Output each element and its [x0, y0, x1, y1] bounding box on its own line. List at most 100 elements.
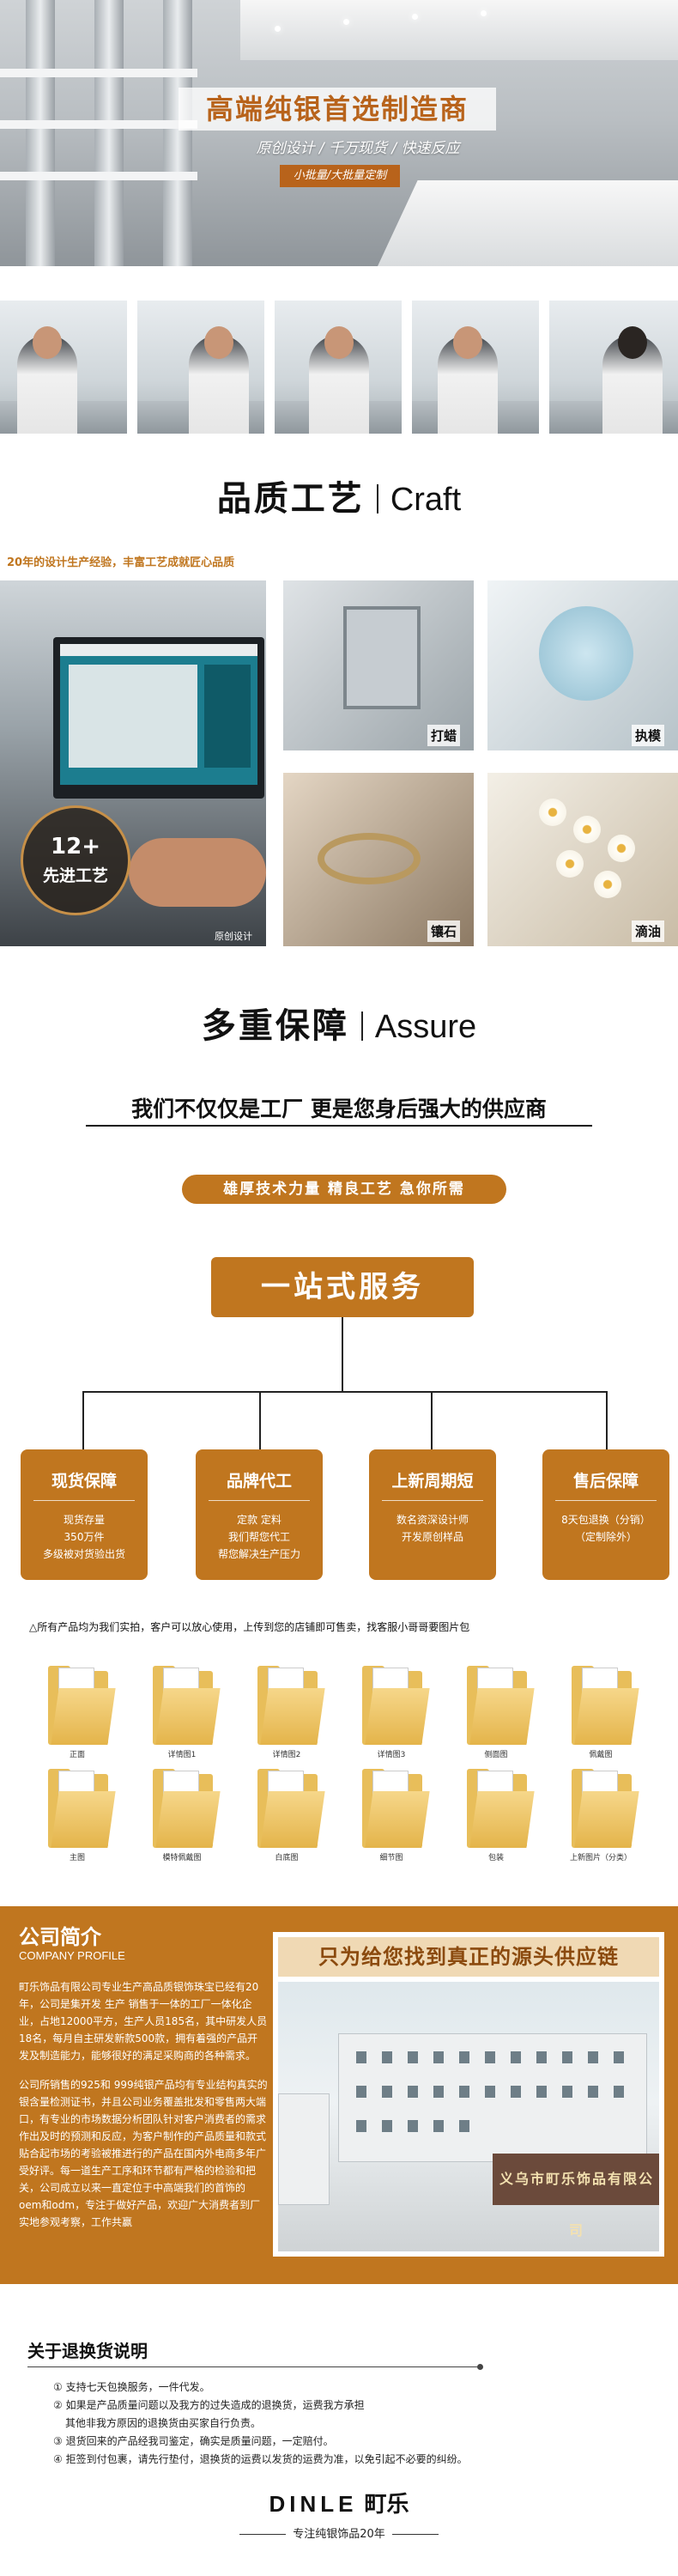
- factory-photo: 只为给您找到真正的源头供应链 义乌市町乐饰品有限公司: [273, 1932, 664, 2257]
- assure-heading: 多重保障 Assure: [0, 998, 678, 1048]
- heading-divider: [376, 484, 378, 513]
- wax-label: 打蜡: [427, 725, 461, 746]
- tree-connector: [431, 1391, 433, 1449]
- folder-icon[interactable]: 佩戴图: [566, 1666, 639, 1759]
- service-card-oem: 品牌代工 定款 定料 我们帮您代工 帮您解决生产压力: [196, 1449, 323, 1580]
- ceiling-lamp: [343, 19, 349, 25]
- design-label: 原创设计: [215, 931, 252, 942]
- tree-connector: [342, 1317, 343, 1391]
- wax-machine: [343, 606, 421, 709]
- company-profile-section: 公司简介 COMPANY PROFILE 町乐饰品有限公司专业生产高品质银饰珠宝…: [0, 1906, 678, 2284]
- hero-subtitle: 原创设计 / 千万现货 / 快速反应: [256, 140, 460, 157]
- folder-icon[interactable]: 正面: [43, 1666, 116, 1759]
- tagline-text: 专注纯银饰品20年: [293, 2528, 385, 2541]
- flower-charm: [608, 835, 635, 862]
- folder-name: 上新图片（分类）: [569, 1854, 632, 1862]
- display-shelf: [0, 69, 197, 77]
- showroom-pillar: [94, 0, 124, 266]
- ceiling-lamp: [275, 26, 281, 32]
- folder-icon[interactable]: 白底图: [252, 1769, 325, 1862]
- policy-title: 关于退换货说明: [27, 2341, 148, 2361]
- folder-icon[interactable]: 侧面图: [462, 1666, 535, 1759]
- source-supply-banner: 只为给您找到真正的源头供应链: [278, 1937, 659, 1977]
- service-card-after-sales: 售后保障 8天包退换（分销） （定制除外）: [542, 1449, 669, 1580]
- heading-divider: [360, 1012, 363, 1041]
- craft-heading: 品质工艺 Craft: [0, 471, 678, 520]
- service-card-line: 350万件: [64, 1531, 105, 1543]
- workshop-photo: [0, 301, 127, 434]
- mold-label: 执模: [632, 725, 665, 746]
- policy-list: ① 支持七天包换服务，一件代发。 ② 如果是产品质量问题以及我方的过失造成的退换…: [53, 2379, 654, 2469]
- policy-divider: [27, 2366, 479, 2367]
- service-card-stock: 现货保障 现货存量 350万件 多级被对货验出货: [21, 1449, 148, 1580]
- tree-connector: [82, 1391, 84, 1449]
- folder-name: 佩戴图: [589, 1751, 613, 1759]
- flower-charm: [556, 850, 584, 878]
- assure-heading-zh: 多重保障: [201, 1006, 349, 1046]
- folder-icon[interactable]: 模特佩戴图: [148, 1769, 221, 1862]
- flower-charm: [573, 816, 601, 843]
- craft-caption: 20年的设计生产经验，丰富工艺成就匠心品质: [7, 556, 235, 569]
- folder-icon[interactable]: 上新图片（分类）: [566, 1769, 639, 1862]
- policy-item: ③ 退货回来的产品经我司鉴定，确实是质量问题，一定赔付。: [53, 2435, 334, 2447]
- tree-connector: [259, 1391, 261, 1449]
- folder-icon[interactable]: 包装: [462, 1769, 535, 1862]
- folder-icon[interactable]: 主图: [43, 1769, 116, 1862]
- folder-icon[interactable]: 详情图1: [148, 1666, 221, 1759]
- service-card-title: 现货保障: [51, 1472, 117, 1491]
- folder-name: 白底图: [275, 1854, 299, 1862]
- one-stop-service-box: 一站式服务: [211, 1257, 474, 1317]
- service-card-line: 现货存量: [63, 1514, 105, 1526]
- service-card-line: 8天包退换（分销）: [561, 1514, 651, 1526]
- folder-name: 详情图2: [272, 1751, 301, 1759]
- workshop-photo-strip: [0, 301, 678, 434]
- profile-paragraph: 町乐饰品有限公司专业生产高品质银饰珠宝已经有20年，公司是集开发 生产 销售于一…: [19, 1981, 268, 2062]
- craft-heading-zh: 品质工艺: [216, 479, 365, 519]
- ceiling-lamp: [412, 14, 418, 20]
- service-card-line: 我们帮您代工: [227, 1531, 290, 1543]
- hero-banner: 高端纯银首选制造商 原创设计 / 千万现货 / 快速反应 小批量/大批量定制: [0, 0, 678, 266]
- silver-ring: [318, 833, 421, 884]
- service-card-new-arrivals: 上新周期短 数名资深设计师 开发原创样品: [369, 1449, 496, 1580]
- logo-en: DINLE: [269, 2491, 358, 2517]
- mold-photo: 执模: [487, 580, 678, 750]
- wax-photo: 打蜡: [283, 580, 474, 750]
- folder-name: 详情图3: [377, 1751, 406, 1759]
- strength-pill: 雄厚技术力量 精良工艺 急你所需: [182, 1175, 506, 1204]
- service-card-line: 开发原创样品: [401, 1531, 463, 1543]
- hero-title: 高端纯银首选制造商: [179, 88, 496, 131]
- assure-heading-en: Assure: [374, 1009, 477, 1045]
- craft-heading-en: Craft: [390, 482, 462, 518]
- service-card-line: 定款 定料: [237, 1514, 281, 1526]
- service-card-title: 品牌代工: [226, 1472, 292, 1491]
- badge-number: 12+: [51, 834, 100, 860]
- computer-monitor: [53, 637, 264, 799]
- workshop-photo: [275, 301, 402, 434]
- policy-item: ④ 拒签到付包裹，请先行垫付，退换货的运费以发货的运费为准，以免引起不必要的纠纷…: [53, 2453, 468, 2465]
- folder-icon[interactable]: 详情图3: [357, 1666, 430, 1759]
- badge-text: 先进工艺: [42, 866, 108, 885]
- factory-scene: 义乌市町乐饰品有限公司: [278, 1982, 659, 2251]
- policy-item: ① 支持七天包换服务，一件代发。: [53, 2381, 210, 2393]
- folder-name: 模特佩戴图: [162, 1854, 202, 1862]
- profile-subtitle: COMPANY PROFILE: [19, 1949, 125, 1962]
- showroom-pillar: [163, 0, 192, 266]
- company-gate-sign: 义乌市町乐饰品有限公司: [493, 2154, 659, 2239]
- folder-icon[interactable]: 详情图2: [252, 1666, 325, 1759]
- service-card-line: （定制除外）: [574, 1531, 637, 1543]
- factory-building: [278, 2093, 330, 2205]
- service-card-title: 上新周期短: [391, 1472, 474, 1491]
- display-shelf: [0, 120, 197, 129]
- enamel-label: 滴油: [632, 920, 665, 942]
- workshop-photo: [412, 301, 539, 434]
- assure-slogan: 我们不仅仅是工厂 更是您身后强大的供应商: [131, 1097, 547, 1121]
- tree-connector: [82, 1391, 608, 1393]
- display-counter: [378, 180, 678, 266]
- service-card-line: 帮您解决生产压力: [217, 1548, 300, 1560]
- ceiling-lamp: [481, 10, 487, 16]
- slogan-underline: [86, 1125, 592, 1127]
- factory-building: [338, 2033, 647, 2162]
- folder-icon[interactable]: 细节图: [357, 1769, 430, 1862]
- tree-connector: [606, 1391, 608, 1449]
